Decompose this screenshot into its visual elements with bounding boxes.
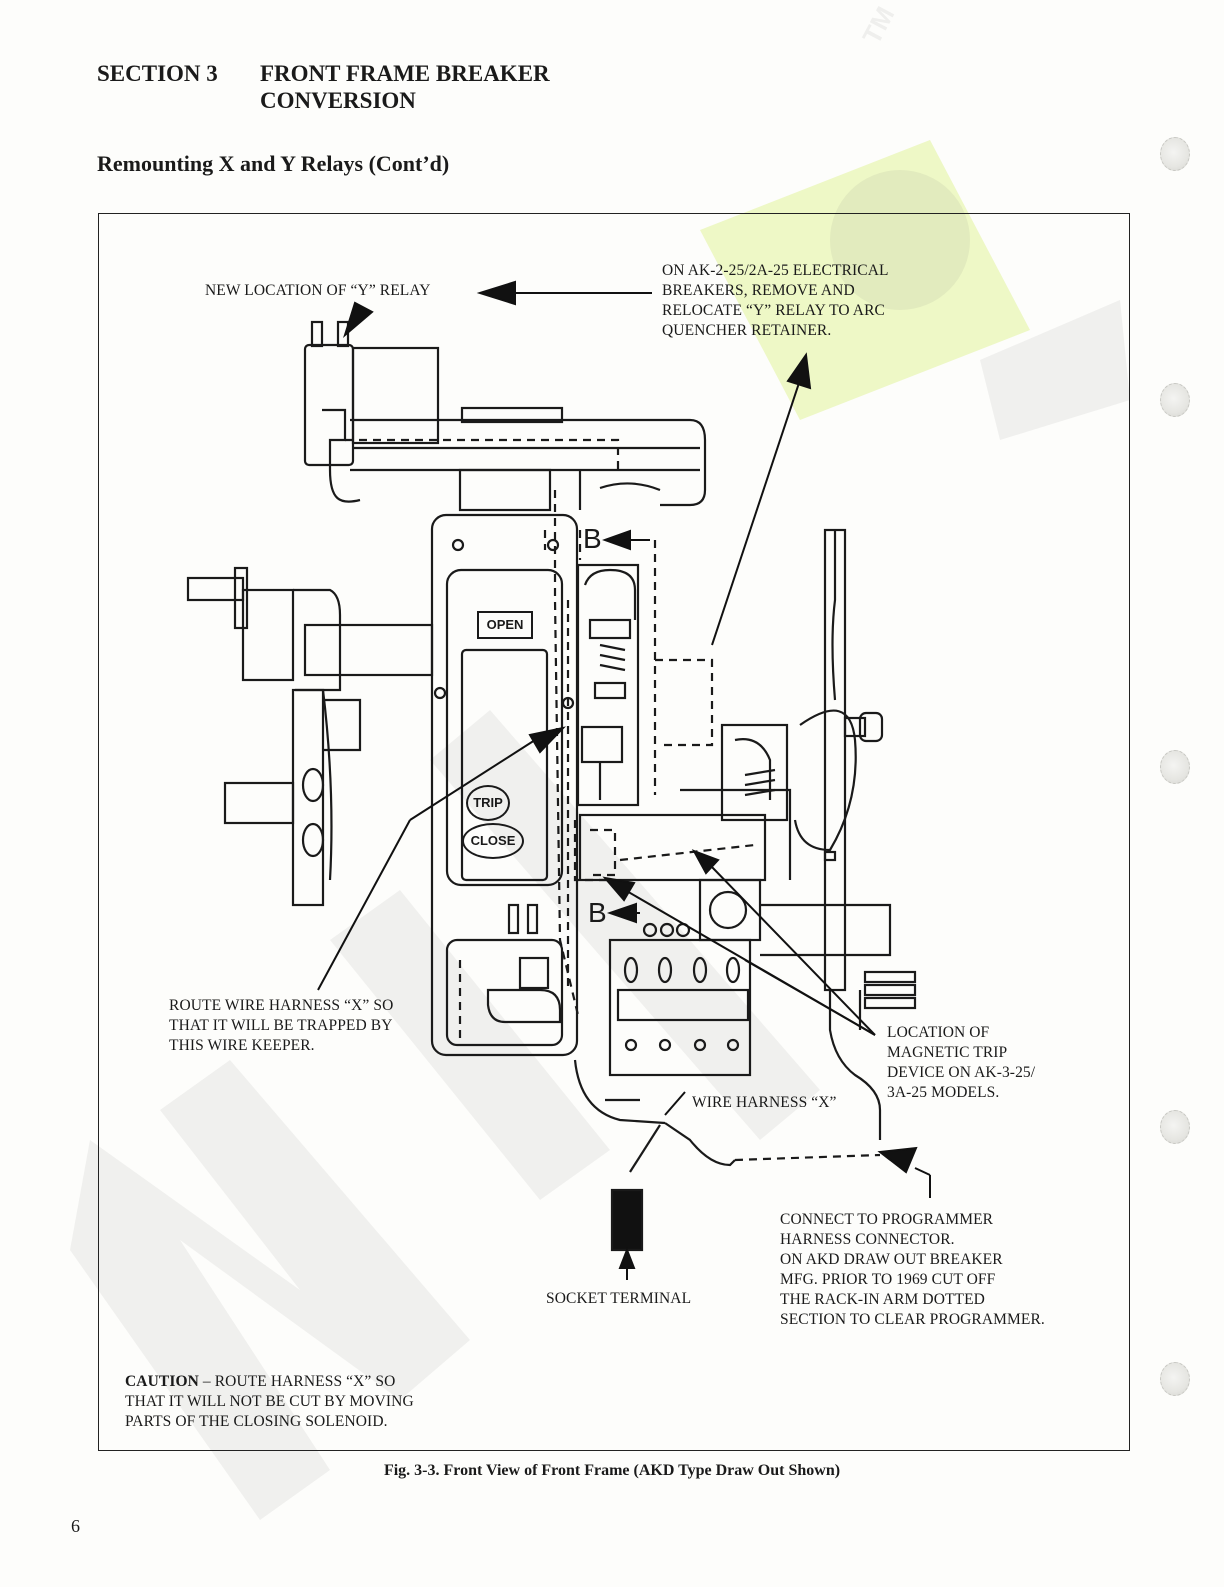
binder-hole — [1160, 1362, 1190, 1396]
arc-quencher-retainer — [350, 406, 707, 512]
ak-electrical-note: ON AK-2-25/2A-25 ELECTRICAL BREAKERS, RE… — [662, 262, 889, 339]
magnetic-trip-note: LOCATION OF MAGNETIC TRIP DEVICE ON AK-3… — [887, 1024, 1036, 1101]
figure-frame — [98, 213, 1130, 1451]
y-relay-drawing — [303, 320, 440, 503]
rack-in-arm — [760, 528, 917, 1140]
wire-harness-label: WIRE HARNESS “X” — [692, 1094, 837, 1111]
page-subtitle: Remounting X and Y Relays (Cont’d) — [97, 151, 450, 176]
section-title-line2: CONVERSION — [260, 88, 416, 113]
wire-harness-path — [573, 1059, 736, 1173]
open-button-label: OPEN — [477, 611, 533, 639]
section-mark-b-top: B — [583, 523, 602, 554]
section-mark-b-bottom: B — [588, 897, 607, 928]
y-relay-new-location-label: NEW LOCATION OF “Y” RELAY — [205, 282, 431, 299]
close-button-label: CLOSE — [462, 823, 524, 859]
leader-arrows — [317, 280, 931, 1280]
center-mechanism — [576, 563, 792, 1077]
socket-terminal-label: SOCKET TERMINAL — [546, 1290, 692, 1307]
caution-note: CAUTION – ROUTE HARNESS “X” SO THAT IT W… — [125, 1373, 414, 1430]
figure-caption: Fig. 3-3. Front View of Front Frame (AKD… — [383, 1462, 841, 1479]
binder-hole — [1160, 750, 1190, 784]
route-wire-note: ROUTE WIRE HARNESS “X” SO THAT IT WILL B… — [169, 997, 394, 1054]
left-mechanism — [186, 566, 434, 907]
binder-hole — [1160, 1110, 1190, 1144]
socket-terminal-drawing — [610, 1188, 644, 1252]
binder-hole — [1160, 137, 1190, 171]
caution-keyword: CAUTION — [125, 1373, 199, 1390]
binder-hole — [1160, 383, 1190, 417]
section-title-line1: FRONT FRAME BREAKER — [260, 61, 550, 86]
section-label: SECTION 3 — [97, 61, 218, 86]
connect-programmer-note: CONNECT TO PROGRAMMER HARNESS CONNECTOR.… — [780, 1211, 1045, 1328]
hidden-lines — [345, 438, 881, 1162]
trip-button-label: TRIP — [466, 785, 510, 821]
page-number: 6 — [71, 1516, 80, 1536]
